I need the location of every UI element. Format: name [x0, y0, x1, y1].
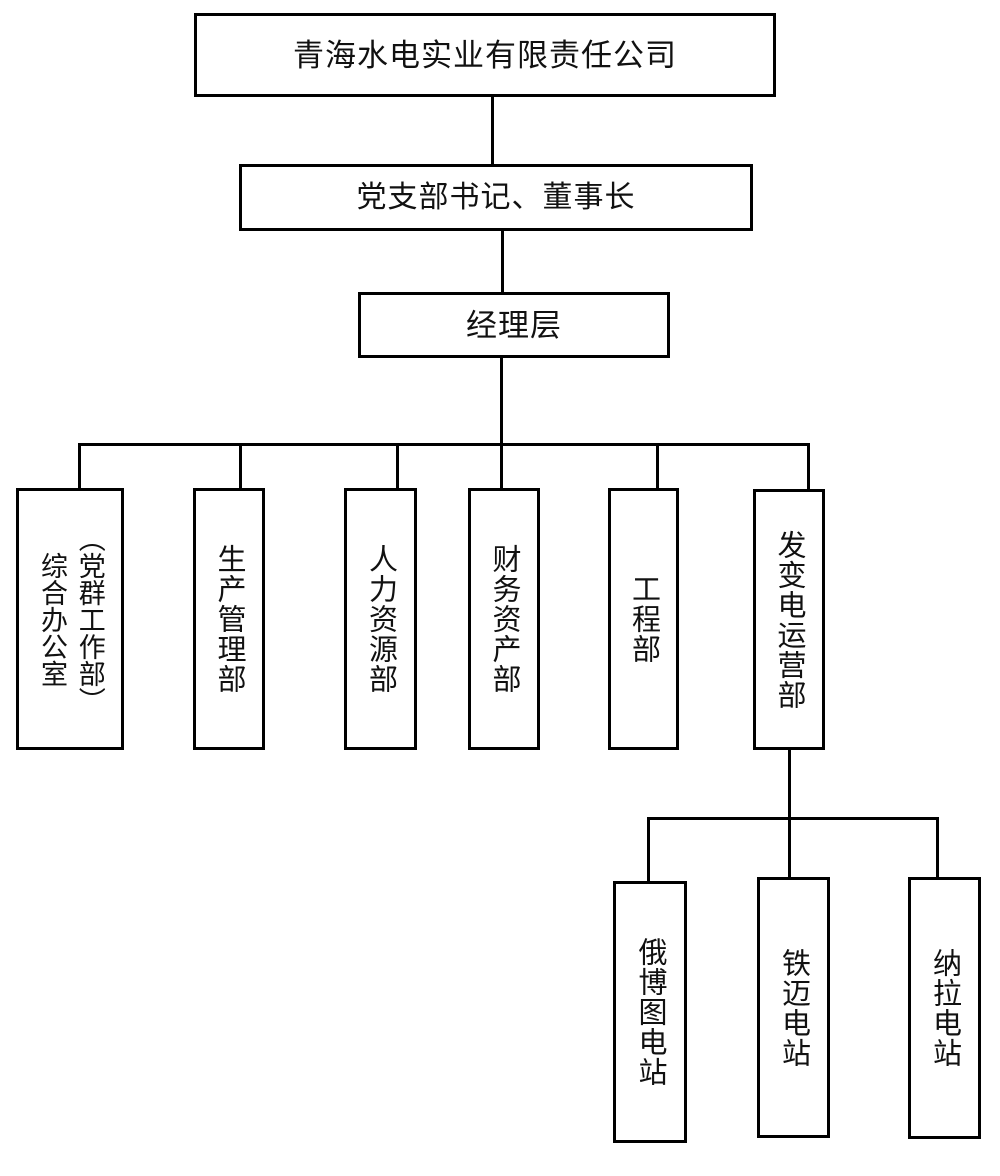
org-box-company: 青海水电实业有限责任公司 — [194, 13, 776, 97]
dept-box-finance-label: 财务资产部 — [488, 544, 521, 694]
dept-box-hr-label: 人力资源部 — [364, 544, 397, 694]
org-box-secretary-chairman: 党支部书记、董事长 — [239, 164, 753, 231]
drop-dept-power-operations — [807, 443, 810, 490]
dept-box-hr: 人力资源部 — [344, 488, 417, 750]
station-box-tiemai: 铁迈电站 — [757, 877, 830, 1138]
dept-box-power-operations-label: 发变电运营部 — [773, 529, 806, 710]
dept-box-general-office-label: 综合办公室 （党群工作部） — [37, 524, 105, 714]
drop-dept-general-office — [78, 443, 81, 489]
dept-box-finance: 财务资产部 — [468, 488, 540, 750]
station-box-ebotu: 俄博图电站 — [613, 881, 687, 1143]
connector-stations-bus — [647, 817, 939, 820]
org-box-management: 经理层 — [358, 292, 670, 358]
dept-box-power-operations: 发变电运营部 — [753, 489, 825, 750]
connector-management-bus — [500, 356, 503, 489]
station-box-ebotu-label: 俄博图电站 — [634, 937, 667, 1087]
dept-box-general-office: 综合办公室 （党群工作部） — [16, 488, 124, 750]
dept-box-production: 生产管理部 — [193, 488, 265, 750]
org-box-secretary-chairman-label: 党支部书记、董事长 — [356, 180, 636, 214]
dept-box-engineering: 工程部 — [608, 488, 679, 750]
org-box-management-label: 经理层 — [466, 307, 562, 343]
drop-dept-hr — [396, 443, 399, 489]
connector-secretary-management — [501, 229, 504, 293]
org-box-company-label: 青海水电实业有限责任公司 — [293, 37, 677, 73]
drop-dept-production — [239, 443, 242, 489]
connector-company-secretary — [491, 95, 494, 165]
connector-departments-bus — [78, 443, 810, 446]
station-box-tiemai-label: 铁迈电站 — [777, 947, 810, 1068]
drop-station-ebotu — [647, 817, 650, 882]
drop-dept-engineering — [656, 443, 659, 489]
station-box-nala-label: 纳拉电站 — [928, 948, 961, 1068]
connector-power-operations-bus — [788, 748, 791, 878]
dept-box-production-label: 生产管理部 — [213, 544, 246, 694]
drop-station-nala — [936, 817, 939, 878]
dept-box-engineering-label: 工程部 — [627, 574, 660, 664]
station-box-nala: 纳拉电站 — [908, 877, 981, 1139]
